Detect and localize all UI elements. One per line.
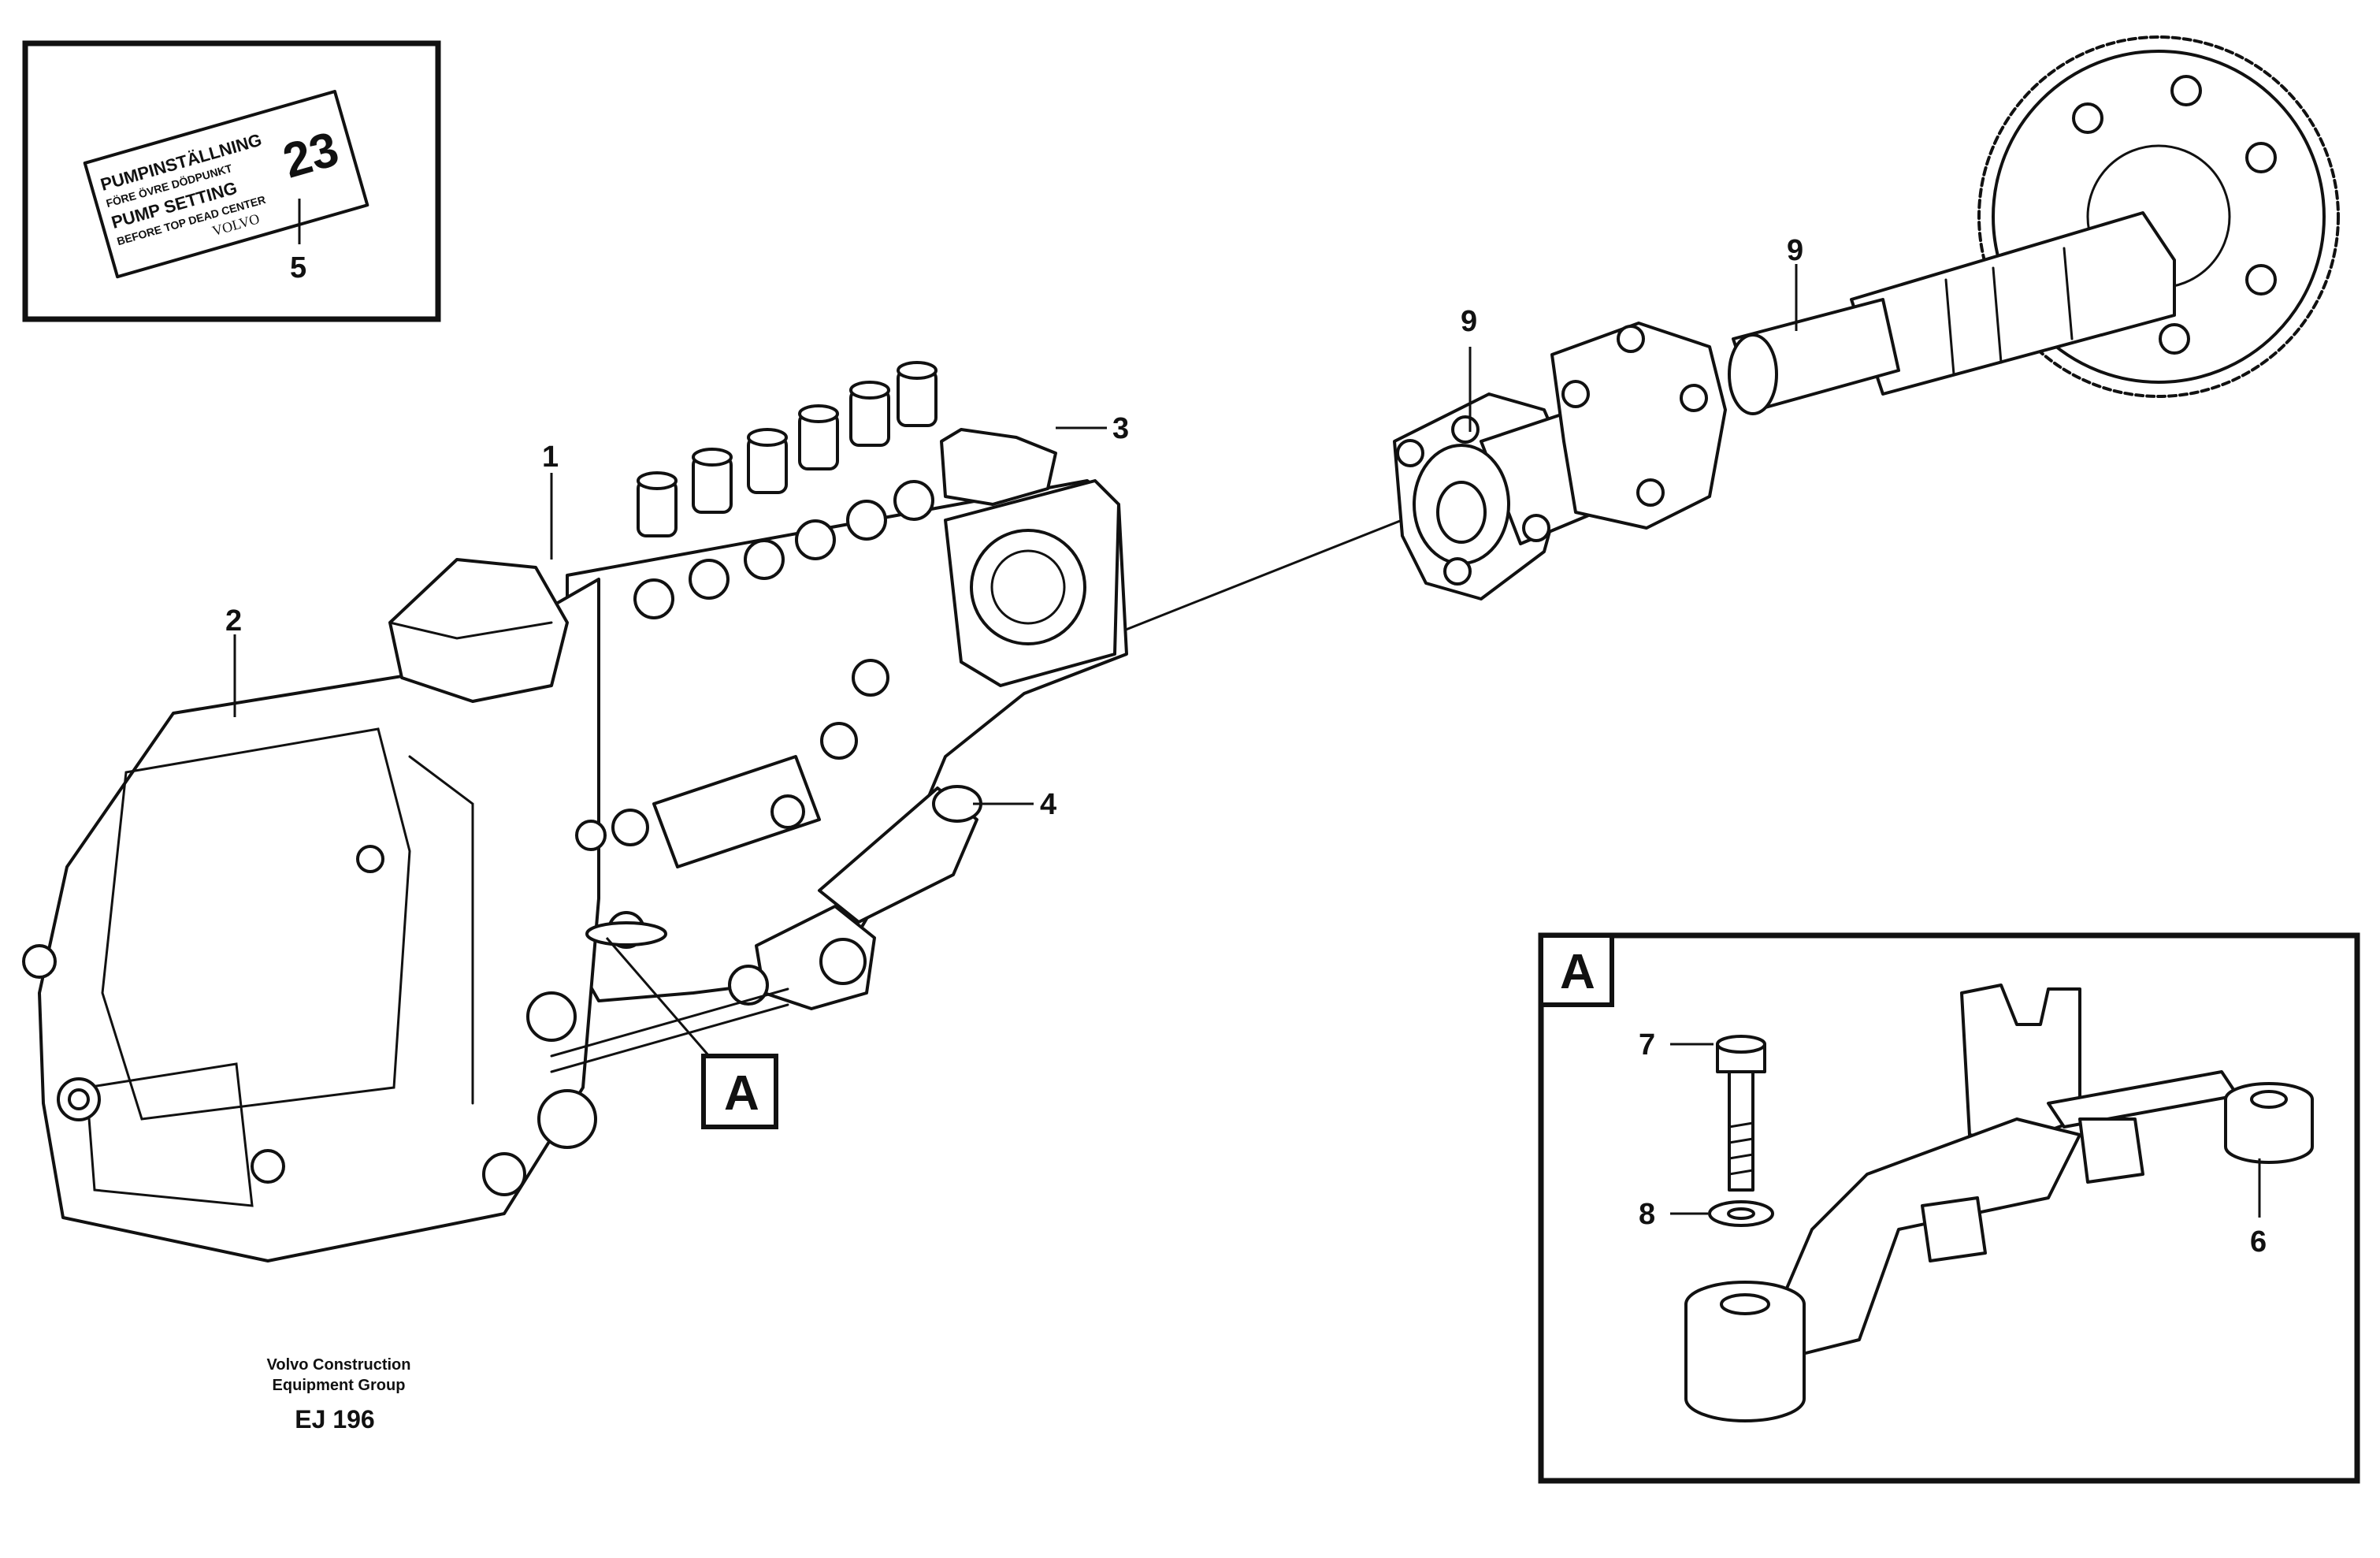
pump-setting-decal: PUMPINSTÄLLNING FÖRE ÖVRE DÖDPUNKT PUMP … <box>83 90 369 279</box>
footer-code: EJ 196 <box>295 1405 374 1433</box>
delivery-valve-holders <box>633 361 938 619</box>
callout-5: 5 <box>290 251 306 284</box>
callout-8: 8 <box>1639 1198 1655 1231</box>
decal-inset-frame <box>22 40 441 322</box>
spacer-sleeve <box>1684 1281 1806 1422</box>
detail-inset-frame <box>1538 932 2360 1484</box>
callout-7: 7 <box>1639 1028 1655 1062</box>
washer <box>1708 1200 1774 1227</box>
footer-company-line1: Volvo Construction <box>267 1356 411 1374</box>
callout-4: 4 <box>1040 788 1056 821</box>
detail-ref-box <box>701 1054 778 1129</box>
stop-bracket <box>1763 984 2314 1357</box>
callout-9-coupling: 9 <box>1461 305 1477 338</box>
bolt <box>1716 1035 1766 1192</box>
detail-inset-label: A <box>1560 945 1595 999</box>
detail-inset-tag-box <box>1539 933 1614 1007</box>
footer-company-line2: Equipment Group <box>273 1377 406 1394</box>
callout-9-shaft: 9 <box>1787 234 1803 267</box>
callout-3: 3 <box>1112 412 1129 445</box>
callout-2: 2 <box>225 604 242 638</box>
injection-pump <box>22 361 1128 1262</box>
detail-ref-label: A <box>724 1066 759 1121</box>
drive-coupling <box>1393 322 1727 601</box>
drive-gear-shaft <box>1728 35 2340 415</box>
callout-1: 1 <box>542 441 559 474</box>
callout-6: 6 <box>2250 1225 2267 1259</box>
